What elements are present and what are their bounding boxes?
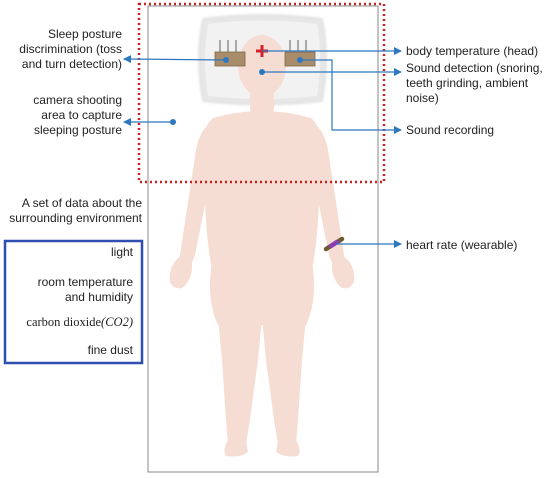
camera-area-frame — [137, 2, 386, 184]
bed-frame — [147, 5, 379, 473]
wearable-band — [323, 236, 345, 252]
env-co2: carbon dioxide(CO2) — [0, 315, 133, 330]
environment-box — [3, 239, 144, 365]
arrow-sound-recording — [300, 59, 402, 134]
env-temp-humidity: room temperature and humidity — [37, 275, 133, 304]
arrow-sleep-posture — [123, 55, 227, 64]
sound-sensor-left — [214, 40, 246, 67]
body-temp-label: body temperature (head) — [406, 44, 539, 58]
sound-detection-label: Sound detection (snoring, teeth grinding… — [406, 61, 543, 105]
env-fine-dust: fine dust — [87, 343, 133, 357]
camera-label: camera shooting area to capture sleeping… — [33, 93, 122, 137]
heart-rate-label: heart rate (wearable) — [406, 238, 518, 252]
sleep-posture-label: Sleep posture discrimination (toss and t… — [19, 27, 122, 71]
surrounding-label: A set of data about the surrounding envi… — [9, 196, 142, 225]
sound-recording-label: Sound recording — [406, 123, 495, 137]
human-body — [169, 35, 355, 457]
env-co2-formula: (CO2) — [101, 315, 133, 329]
env-co2-label: carbon dioxide — [26, 315, 102, 329]
env-light: light — [110, 245, 133, 259]
